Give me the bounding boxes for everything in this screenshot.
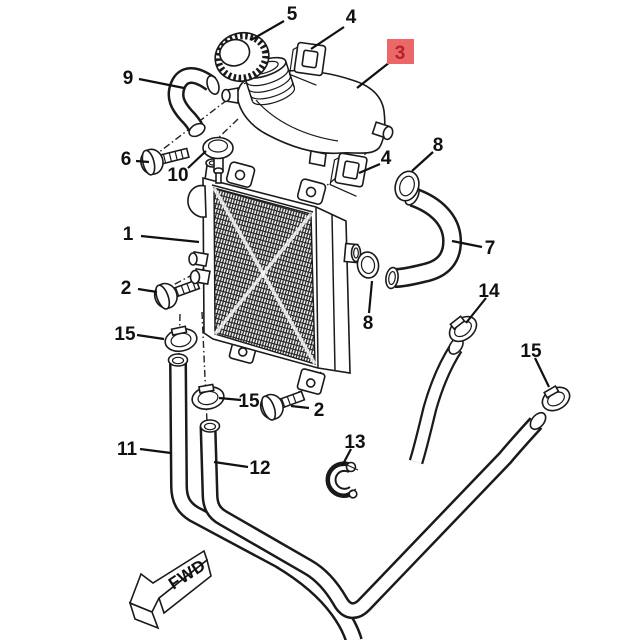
- hose-clamp-14: [448, 315, 478, 343]
- callout-leader-lines: [135, 20, 550, 469]
- callout-9[interactable]: 9: [123, 68, 134, 89]
- tank-nipple: [221, 87, 239, 104]
- callout-3: 3: [395, 43, 406, 64]
- radiator-cap-5: [214, 31, 270, 83]
- hose-clamp-15-right: [541, 384, 571, 412]
- callout-10[interactable]: 10: [167, 165, 188, 186]
- fitting-clip-4-mid: [329, 152, 368, 197]
- radiator-side-stubs: [188, 250, 211, 286]
- callout-14[interactable]: 14: [478, 281, 500, 302]
- hose-clamp-8-top: [394, 170, 420, 202]
- radiator-core: [187, 158, 362, 395]
- callout-6[interactable]: 6: [121, 149, 132, 170]
- radiator-bracket-top-right: [296, 178, 327, 205]
- callout-15-mid[interactable]: 15: [238, 391, 260, 412]
- tank-outlet-stub: [371, 121, 394, 141]
- water-hose-11: [167, 353, 363, 640]
- radiator-foot-right: [296, 368, 326, 395]
- callout-7[interactable]: 7: [485, 238, 496, 259]
- callout-2-left[interactable]: 2: [121, 278, 132, 299]
- water-hose-12: [199, 411, 547, 620]
- radiator-bracket-top-left: [225, 161, 256, 188]
- hose-clamp-13: [325, 461, 359, 499]
- mounting-bolt-2-left: [153, 278, 201, 310]
- callout-15-right[interactable]: 15: [520, 341, 542, 362]
- highlight-box: [387, 39, 414, 64]
- callout-5[interactable]: 5: [287, 4, 298, 25]
- callout-2-bottom[interactable]: 2: [314, 400, 325, 421]
- fwd-direction-arrow: FWD: [128, 549, 212, 630]
- callout-15-left[interactable]: 15: [114, 324, 136, 345]
- callout-1[interactable]: 1: [123, 224, 134, 245]
- radiator-outlet-stub: [343, 242, 362, 264]
- water-hose-branch: [408, 337, 464, 465]
- callout-3-highlighted[interactable]: 3: [387, 39, 414, 64]
- water-hose-9: [167, 67, 220, 138]
- drain-cap-10: [202, 136, 234, 184]
- callout-8-top[interactable]: 8: [433, 135, 444, 156]
- hose-clamp-15-left: [164, 325, 198, 353]
- callout-12[interactable]: 12: [249, 458, 270, 479]
- hose-clamp-8-bottom: [356, 251, 380, 279]
- callout-11[interactable]: 11: [117, 439, 138, 460]
- callout-4-top[interactable]: 4: [346, 7, 357, 28]
- callout-8-bottom[interactable]: 8: [363, 313, 374, 334]
- hose-clamp-15-mid: [191, 383, 225, 410]
- mounting-bolt-2-bottom: [259, 390, 306, 421]
- fitting-clip-4-top: [289, 41, 327, 86]
- water-hose-7: [385, 184, 463, 290]
- callout-4-mid[interactable]: 4: [381, 148, 392, 169]
- callout-13[interactable]: 13: [344, 432, 365, 453]
